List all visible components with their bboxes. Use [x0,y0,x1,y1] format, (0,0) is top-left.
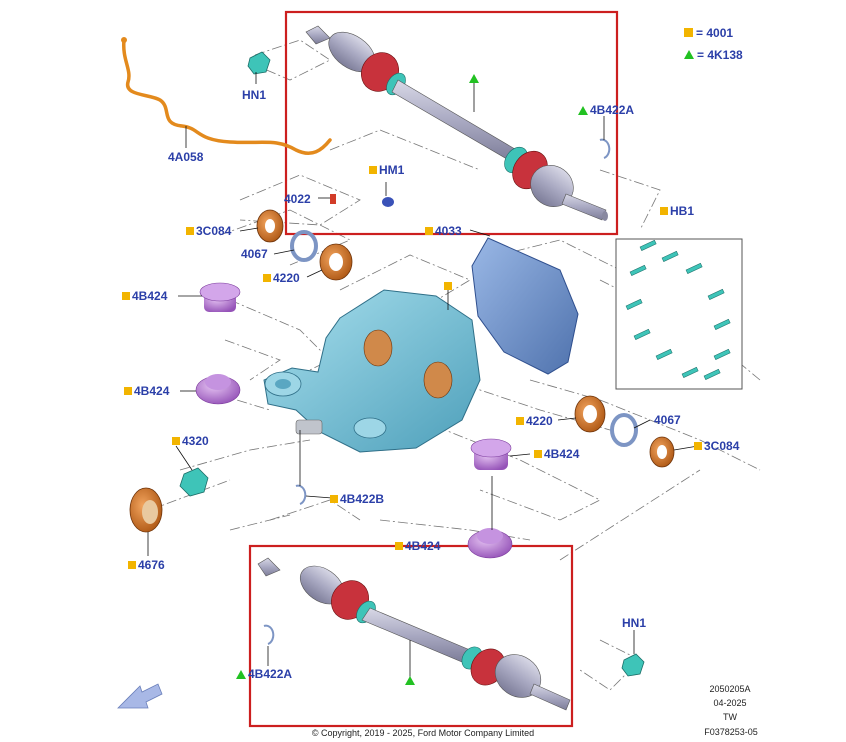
differential-cover [471,237,579,375]
square-marker-icon [172,437,180,445]
callout-4b422a-bottom: 4B422A [236,667,292,681]
square-legend-icon [684,28,693,37]
callout-4b422a-bottom-text: 4B422A [248,667,293,681]
legend-triangle-text: = 4K138 [697,48,743,62]
callout-3c084-left: 3C084 [186,224,231,238]
callout-4b424-3-text: 4B424 [544,447,580,461]
legend-triangle: = 4K138 [684,48,743,62]
callout-hm1: HM1 [369,163,404,177]
square-marker-icon [694,442,702,450]
clip-4b422a-bottom [263,624,275,645]
cap-4b424-2 [195,374,241,405]
meta-region: TW [723,712,737,722]
square-marker-icon [516,417,524,425]
square-marker-icon [660,207,668,215]
callout-4b422b-text: 4B422B [340,492,385,506]
callout-4220-right: 4220 [516,414,553,428]
callout-4067-right: 4067 [654,413,681,427]
square-marker-icon [330,495,338,503]
ring-4067-right [610,413,638,447]
halfshaft-assembly-top [305,25,608,221]
square-marker-icon [186,227,194,235]
callout-4b424-4-text: 4B424 [405,539,441,553]
halfshaft-assembly-bottom [257,557,571,711]
callout-hn1-top: HN1 [242,88,267,102]
callout-4320-text: 4320 [182,434,209,448]
square-marker-icon [425,227,433,235]
callout-4320: 4320 [172,434,209,448]
callout-hn1-bottom: HN1 [622,616,647,630]
vent-fitting-4022 [330,194,336,204]
square-marker-icon [128,561,136,569]
nut-hn1-bottom [621,653,645,677]
callout-4b424-2: 4B424 [124,384,169,398]
callout-hb1-text: HB1 [670,204,695,218]
meta-figure: F0378253-05 [704,727,758,737]
clip-4b422a-top [599,138,611,159]
clip-4b422b [295,484,307,505]
callout-4220-right-text: 4220 [526,414,553,428]
callout-4b424-2-text: 4B424 [134,384,170,398]
callout-4b424-1-text: 4B424 [132,289,168,303]
callout-4676-text: 4676 [138,558,165,572]
square-marker-icon [263,274,271,282]
square-marker-icon [369,166,377,174]
callout-hm1-text: HM1 [379,163,405,177]
square-marker-icon [122,292,130,300]
callout-4b424-1: 4B424 [122,289,167,303]
square-marker-icon [534,450,542,458]
callout-4033-text: 4033 [435,224,462,238]
triangle-marker-icon [236,670,246,679]
cap-4b424-1 [199,282,241,312]
callout-3c084-left-text: 3C084 [196,224,232,238]
callout-4b422a-top: 4B422A [578,103,634,117]
bolt-hm1 [382,197,394,207]
flange-4676 [129,487,163,533]
square-marker-icon [395,542,403,550]
callout-3c084-right-text: 3C084 [704,439,740,453]
meta-date: 04-2025 [713,698,747,708]
cap-4b424-3 [470,438,512,470]
callout-4067-left: 4067 [241,247,268,261]
highlight-box-bottom [248,544,574,728]
callout-4033: 4033 [425,224,462,238]
triangle-marker-bottom [405,676,415,685]
legend-square-text: = 4001 [696,26,734,40]
meta-code: 2050205A [709,684,751,694]
triangle-marker-icon [578,106,588,115]
triangle-marker-top [469,74,479,83]
callout-4a058: 4A058 [168,150,204,164]
callout-4676: 4676 [128,558,165,572]
callout-4b424-4: 4B424 [395,539,440,553]
callout-4220-left-text: 4220 [273,271,300,285]
seal-4220-left [319,243,353,281]
ring-4067-left [290,230,318,262]
front-direction-arrow [117,683,163,709]
square-marker-housing [444,282,452,290]
legend-square: = 4001 [684,26,733,40]
nut-4320 [179,467,209,497]
seal-4220-right [574,395,606,433]
bolt-kit-box [615,238,743,390]
cap-4b424-4 [467,528,513,559]
callout-hb1: HB1 [660,204,694,218]
seal-3c084-left [256,209,284,243]
nut-hn1-top [247,51,271,75]
callout-4b422a-top-text: 4B422A [590,103,635,117]
callout-4b424-3: 4B424 [534,447,579,461]
callout-3c084-right: 3C084 [694,439,739,453]
seal-3c084-right [649,436,675,468]
bolt-kit-bolts [625,239,731,380]
differential-housing [263,289,481,453]
callout-4022: 4022 [284,192,311,206]
square-marker-icon [124,387,132,395]
copyright-notice: © Copyright, 2019 - 2025, Ford Motor Com… [311,728,535,738]
vent-hose [122,38,332,155]
callout-4220-left: 4220 [263,271,300,285]
callout-4b422b: 4B422B [330,492,384,506]
highlight-box-top [284,10,619,236]
triangle-legend-icon [684,50,694,59]
